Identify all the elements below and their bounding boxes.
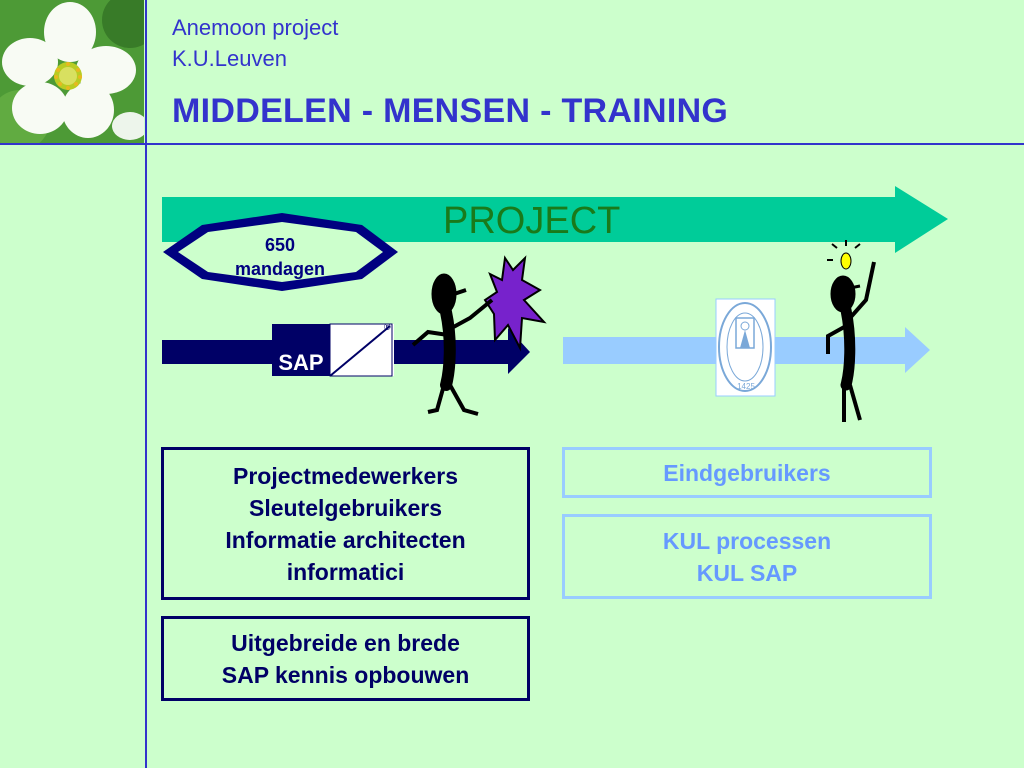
horizontal-divider	[0, 143, 1024, 145]
badge-unit: mandagen	[234, 259, 326, 279]
organization-name: K.U.Leuven	[172, 46, 287, 71]
process-line: KUL SAP	[696, 559, 798, 586]
process-line: KUL processen	[662, 527, 832, 554]
badge-number: 650	[264, 235, 296, 255]
training-line: SAP kennis opbouwen	[221, 661, 470, 688]
training-line: Uitgebreide en brede	[231, 629, 460, 656]
sap-logo	[272, 323, 394, 377]
role-item: Projectmedewerkers	[232, 462, 458, 489]
end-users-box: Eindgebruikers	[562, 447, 932, 498]
project-name: Anemoon project	[172, 15, 339, 40]
starburst-shape	[483, 255, 547, 352]
sap-logo-text: SAP	[278, 350, 324, 375]
role-item: Informatie architecten	[225, 526, 466, 553]
role-item: informatici	[286, 558, 405, 585]
end-users-label: Eindgebruikers	[663, 459, 831, 486]
training-box: Uitgebreide en brede SAP kennis opbouwen	[161, 616, 530, 701]
sap-registered-mark: ®	[384, 322, 391, 332]
kul-seal	[715, 298, 776, 397]
lightbulb-icon	[827, 240, 861, 270]
stick-figure-left	[411, 273, 494, 416]
badge-text: 650 mandagen	[215, 233, 345, 281]
slide-title: MIDDELEN - MENSEN - TRAINING	[172, 92, 729, 130]
anemone-flower-image	[0, 0, 144, 144]
roles-box: Projectmedewerkers Sleutelgebruikers Inf…	[161, 447, 530, 600]
vertical-divider	[145, 0, 147, 768]
project-label: PROJECT	[443, 200, 621, 242]
role-item: Sleutelgebruikers	[248, 494, 443, 521]
kul-processes-box: KUL processen KUL SAP	[562, 514, 932, 599]
stick-figure-right	[826, 261, 876, 422]
kul-seal-year: 1425	[737, 382, 755, 391]
